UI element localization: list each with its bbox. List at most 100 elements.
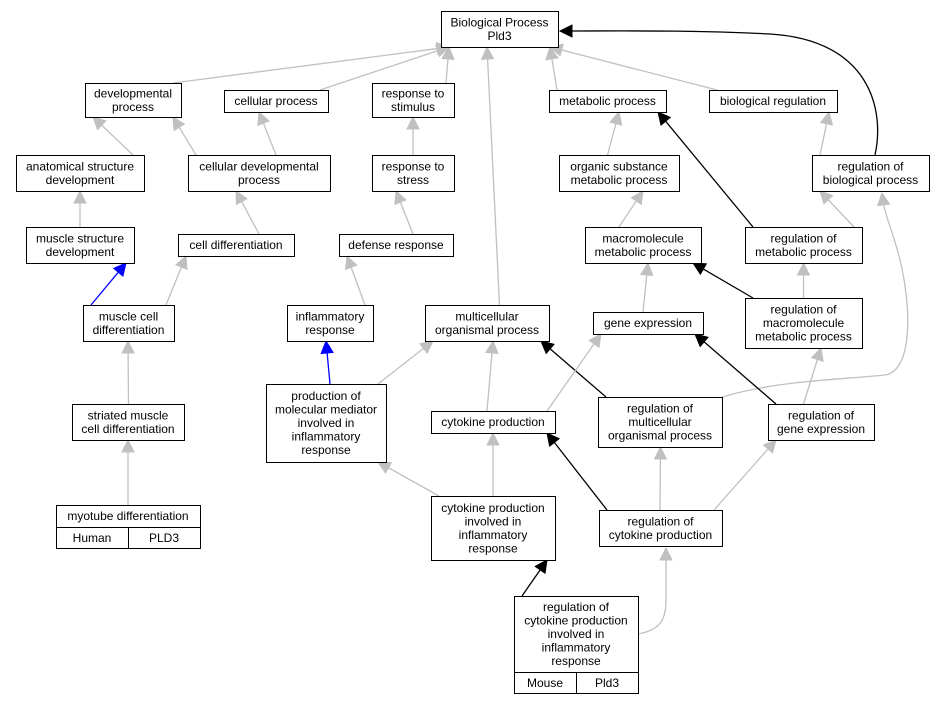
node-label-line: inflammatory [459,528,528,542]
node-box [549,90,667,113]
edge-line [326,350,331,385]
node-label-line: cytokine production [441,415,544,429]
node-box [83,305,175,342]
edge-line [819,121,828,156]
edge-line [546,341,596,412]
species-label: Human [73,531,112,545]
edge-line [486,350,493,412]
gene-cell [576,672,639,694]
arrowhead-icon [819,190,834,205]
edge-line [521,567,542,597]
edge-line [802,357,819,405]
arrowhead-icon [534,559,548,575]
node-label-line: response to [382,86,445,100]
arrowhead-icon [819,110,834,126]
edge-reg_cyto-to-reg_multi [653,445,668,511]
edge-resp_stim-to-bp [441,45,455,84]
arrowhead-icon [441,45,455,61]
node-label-line: Pld3 [487,29,511,43]
node-label-line: response [468,541,518,555]
arrowhead-icon [694,333,709,348]
node-label-line: regulation of [627,514,694,528]
node-box [768,404,875,441]
node-label-line: cell differentiation [81,422,174,436]
node-label-line: muscle structure [36,231,124,245]
edge-reg_multi-to-multi [540,340,607,398]
arrowhead-icon [172,116,186,132]
node-bioreg[interactable]: biological regulation [709,90,838,113]
edge-striated-to-muscle_cell_diff [121,339,135,405]
node-metab[interactable]: metabolic process [549,90,667,113]
arrowhead-icon [92,116,107,131]
arrowhead-icon [876,191,891,207]
node-label-line: muscle cell [99,309,158,323]
arrowhead-icon [394,189,407,206]
edge-line [701,267,754,299]
edge-layer [73,24,909,635]
arrowhead-icon [377,461,393,475]
edge-gene_exp-to-macro [639,261,654,313]
edge-reg_macro-to-reg_metab [796,261,811,298]
node-defense[interactable]: defense response [339,234,454,257]
node-gene-exp[interactable]: gene expression [593,312,704,335]
edge-anat-to-dev [92,116,134,156]
node-cyto-prod[interactable]: cytokine production [431,411,556,434]
node-box [178,234,295,257]
arrowhead-icon [653,445,668,460]
node-label-line: metabolic process [571,173,668,187]
node-label-line: development [46,245,115,259]
arrowhead-icon [418,340,434,355]
node-label-line: regulation of [543,600,610,614]
edge-line [559,48,718,91]
edge-bioreg-to-bp [548,43,718,91]
edge-line [486,56,501,306]
edge-line [663,119,754,228]
node-label-line: response [551,654,601,668]
edge-line [377,346,426,385]
edge-line [569,30,879,156]
arrowhead-icon [558,24,573,38]
edge-reg_macro-to-macro [692,262,754,299]
arrowhead-icon [546,432,561,448]
node-label-line: biological regulation [720,94,826,108]
arrowhead-icon [588,333,602,349]
edge-muscle_cell_diff-to-cell_diff [165,254,188,306]
edge-line [618,198,638,228]
node-cell-diff[interactable]: cell differentiation [178,234,295,257]
arrowhead-icon [480,45,495,60]
node-label-line: regulation of [770,303,837,317]
edge-resp_stress-to-resp_stim [406,115,420,155]
node-label-line: response [301,443,351,457]
arrowhead-icon [796,261,811,276]
edge-reg_gene-to-gene_exp [694,333,777,405]
node-label-line: process [238,173,280,187]
node-box [188,155,331,192]
edge-celldev-to-dev [172,116,197,156]
node-cell-proc[interactable]: cellular process [224,90,329,113]
edge-line [642,272,648,313]
